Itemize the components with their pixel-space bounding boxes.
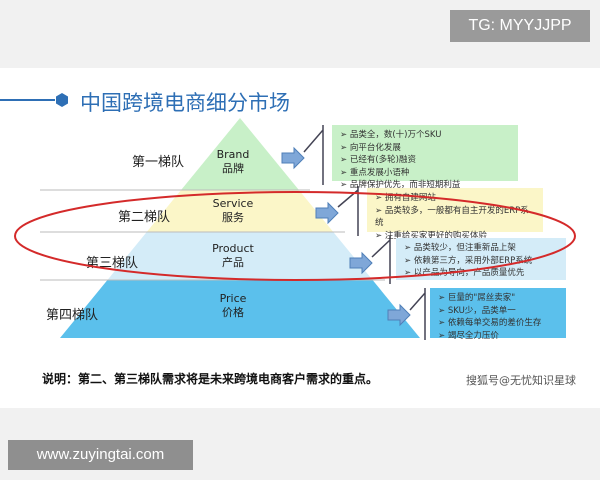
tier-2-name: 第二梯队: [118, 210, 171, 225]
tier-1-points: 品类全，数(十)万个SKU向平台化发展已经有(多轮)融资重点发展小语种品牌保护优…: [332, 125, 518, 190]
page-title: 中国跨境电商细分市场: [80, 91, 290, 115]
watermark-top: TG: MYYJJPP: [450, 10, 590, 42]
tier-2-points: 拥有自建网站品类较多，一般都有自主开发的ERP系统注重给买家更好的购买体验: [367, 188, 543, 241]
tier-4-band: [60, 280, 420, 338]
tier-4-points: 巨量的"屌丝卖家"SKU少，品类单一依赖每单交易的差价生存竭尽全力压价: [430, 288, 566, 341]
arrow-right-icon: [387, 303, 411, 327]
arrow-right-icon: [281, 146, 305, 170]
tier-3-points: 品类较少，但注重新品上架依赖第三方，采用外部ERP系统以产品为导向，产品质量优先: [396, 238, 566, 280]
tier-4-name: 第四梯队: [46, 308, 99, 323]
note: 说明：第二、第三梯队需求将是未来跨境电商客户需求的重点。: [42, 372, 379, 386]
watermark-bottom: www.zuyingtai.com: [8, 440, 193, 470]
source-credit: 搜狐号@无忧知识星球: [466, 374, 576, 387]
tier-1-name: 第一梯队: [132, 155, 185, 170]
hexagon-icon: [56, 93, 68, 107]
tier-3-name: 第三梯队: [86, 256, 139, 271]
